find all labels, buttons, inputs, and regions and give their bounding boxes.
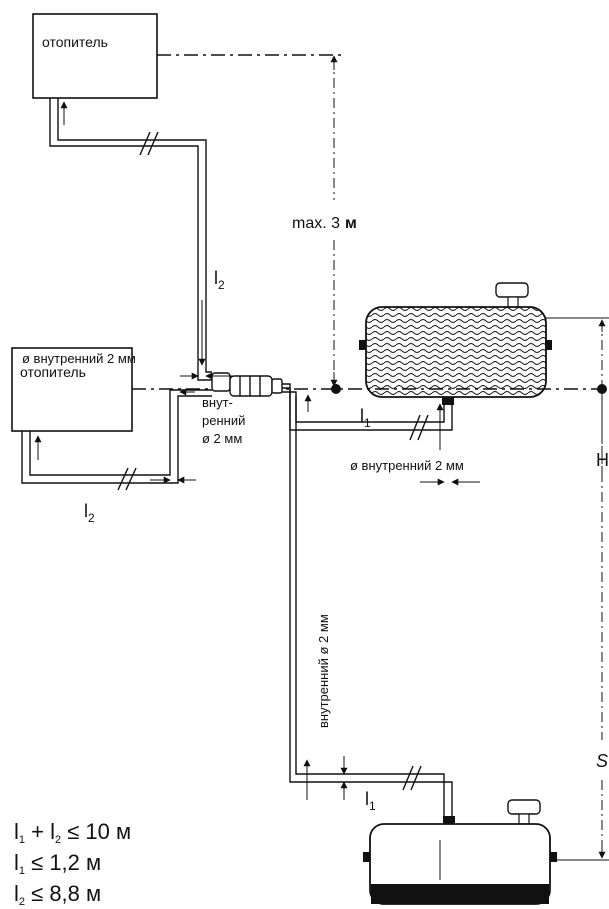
formula-l2-limit: l2 ≤ 8,8 м (14, 881, 101, 908)
lower-tank (363, 799, 557, 905)
inner-diameter-right-label: ø внутренний 2 мм (350, 458, 464, 473)
pipe-length-l1-upper: l1 (360, 406, 371, 430)
heater-bottom: отопитель (11, 347, 133, 432)
height-H-label: H (596, 450, 609, 470)
pipe-length-l2-vertical: l2 (214, 268, 225, 292)
formula-total-length: l1 + l2 ≤ 10 м (14, 819, 131, 846)
pipe-length-l1-lower: l1 (365, 789, 376, 813)
dimension-marks (150, 372, 480, 800)
heater-top-label: отопитель (42, 34, 108, 50)
junction-dot-left (331, 384, 341, 394)
inner-diameter-left-label: ø внутренний 2 мм (22, 351, 136, 366)
inner-diameter-stack-label: внут- ренний ø 2 мм (202, 395, 249, 446)
inner-diameter-vertical-label: внутренний ø 2 мм (316, 614, 331, 728)
height-S-label: S (596, 751, 608, 771)
formula-l1-limit: l1 ≤ 1,2 м (14, 850, 101, 877)
pipe-length-l2-bottom: l2 (84, 501, 95, 525)
fuel-line-l2-upper (49, 98, 212, 381)
heater-bottom-label: отопитель (20, 364, 86, 380)
fuel-pump (211, 372, 283, 397)
upper-tank (359, 282, 552, 405)
heater-top: отопитель (32, 13, 158, 99)
fuel-line-l1-lower-tank (282, 387, 453, 822)
